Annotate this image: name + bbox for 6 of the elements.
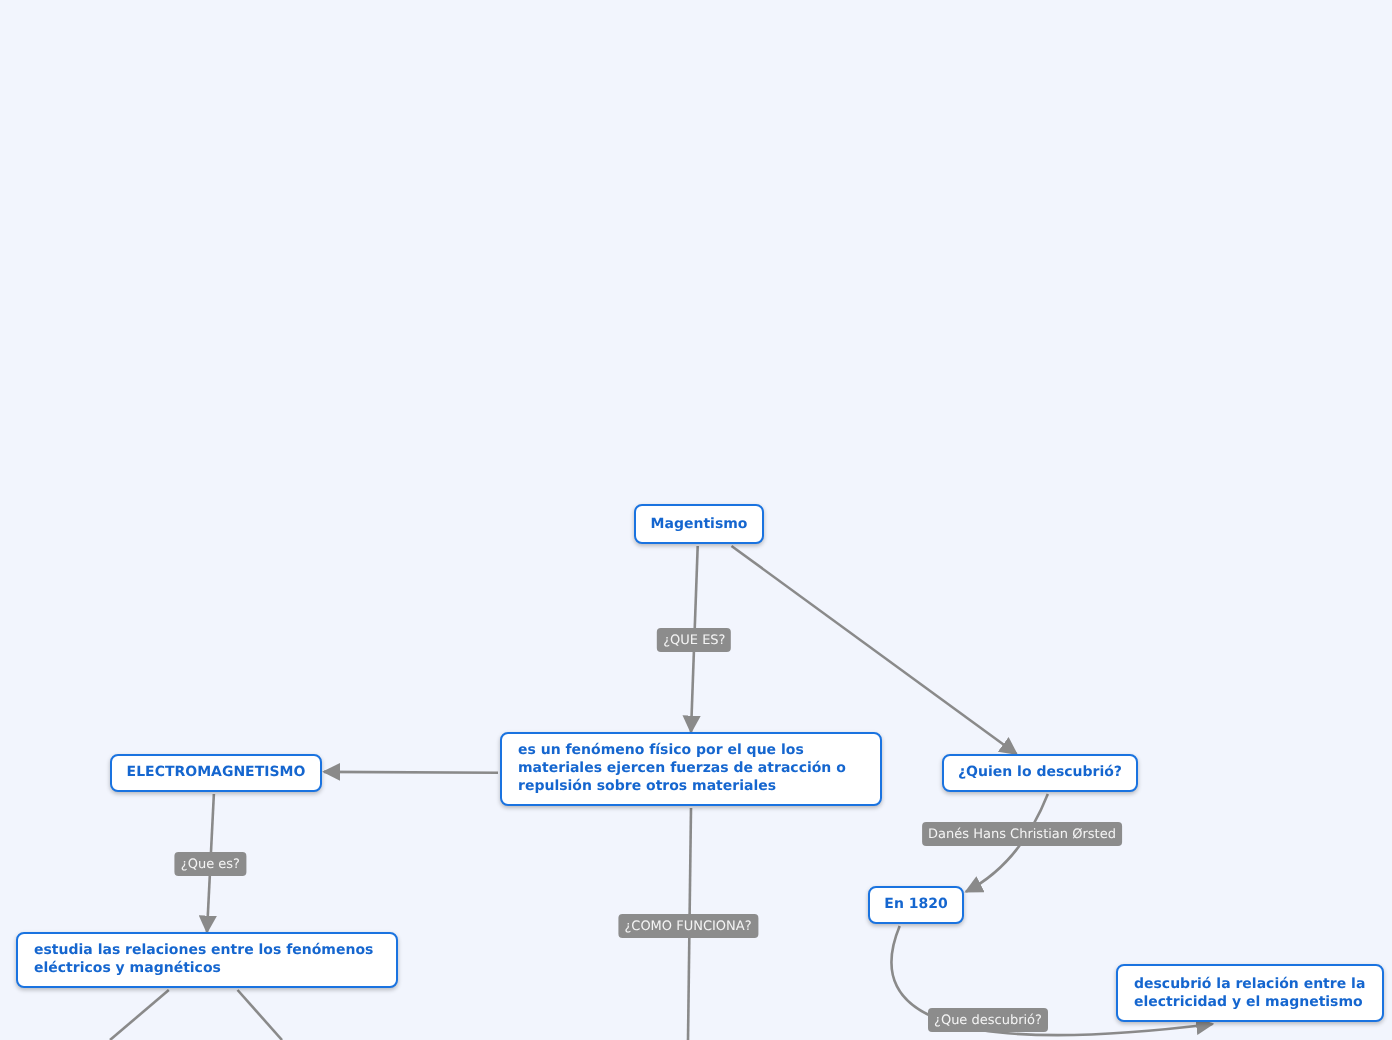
connector-line (109, 989, 170, 1040)
arrow (730, 544, 1018, 756)
arrow (682, 545, 701, 734)
arrow (322, 762, 498, 782)
connector-line (686, 808, 693, 1040)
connector-line (236, 989, 283, 1040)
